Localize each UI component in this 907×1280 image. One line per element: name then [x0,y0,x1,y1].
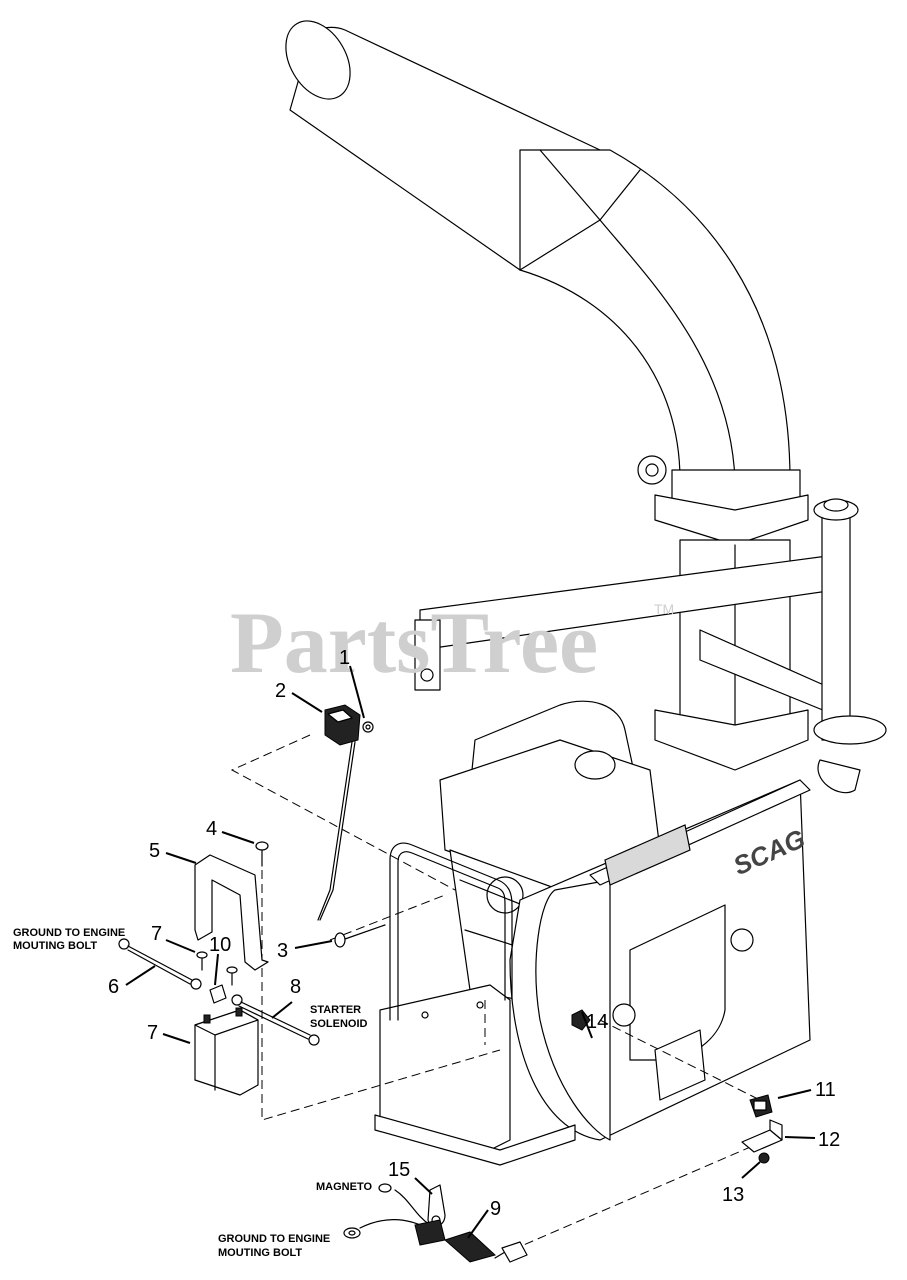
text-labels: GROUND TO ENGINE MOUTING BOLT STARTER SO… [13,927,372,1259]
callout-14: 14 [586,1011,608,1033]
callout-numbers: 1 2 3 4 5 6 7 7 8 9 10 11 12 13 14 15 [108,647,840,1220]
callout-5: 5 [149,840,160,862]
callout-15: 15 [388,1159,410,1181]
callout-6: 6 [108,976,119,998]
watermark-trademark: TM [654,601,674,617]
part-5-bracket [194,854,269,971]
label-ground-engine-2-line2: MOUTING BOLT [218,1247,302,1259]
engine [439,700,661,1011]
callout-12: 12 [818,1129,840,1151]
battery-frame [374,842,576,1166]
label-ground-engine-1-line1: GROUND TO ENGINE [13,927,125,939]
part-10-terminal [209,984,227,1004]
part-2-switch [317,704,361,921]
callout-9: 9 [490,1198,501,1220]
support-column [414,498,887,794]
blower-housing: SCAG [509,779,811,1141]
label-ground-engine-2-line1: GROUND TO ENGINE [218,1233,330,1245]
part-7-bolts [196,951,238,986]
part-12-bracket [741,1119,783,1153]
callout-7b: 7 [147,1022,158,1044]
label-starter-line1: STARTER [310,1004,361,1016]
callout-13: 13 [722,1184,744,1206]
part-4-screw [255,841,269,867]
callout-2: 2 [275,680,286,702]
part-8-starter-cable [231,994,320,1046]
callout-10: 10 [209,934,231,956]
battery [194,1007,259,1096]
part-3-bolt [334,924,386,948]
label-magneto: MAGNETO [316,1181,372,1193]
callout-3: 3 [277,940,288,962]
callout-11: 11 [815,1079,836,1101]
watermark: PartsTree [230,595,598,692]
label-ground-engine-1-line2: MOUTING BOLT [13,940,97,952]
part-13-nut [758,1152,770,1164]
callout-4: 4 [206,818,217,840]
part-1-nut [362,721,374,733]
part-9-wire-harness [343,1183,528,1263]
guide-lines [230,734,761,1251]
part-11-connector [749,1094,773,1118]
discharge-chute [285,20,809,546]
callout-8: 8 [290,976,301,998]
callout-1: 1 [339,647,350,669]
part-6-ground-cable [118,938,202,990]
callout-7a: 7 [151,923,162,945]
label-starter-line2: SOLENOID [310,1018,368,1030]
callout-arrows [125,665,816,1239]
part-15-clamp [427,1184,446,1227]
